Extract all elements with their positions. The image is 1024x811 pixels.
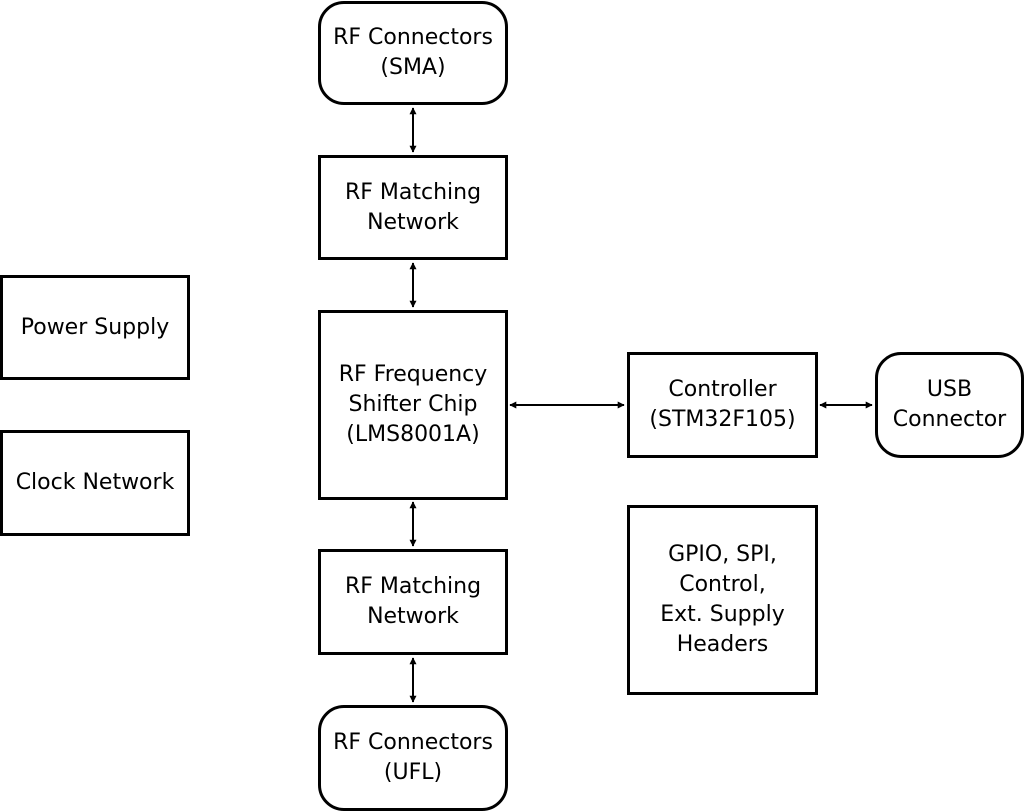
block-label-line: Shifter Chip xyxy=(348,392,478,417)
block-label-line: (STM32F105) xyxy=(649,407,796,432)
block-label-line: Connector xyxy=(892,407,1007,432)
usb-connector-block: USB Connector xyxy=(875,352,1024,458)
controller-block: Controller (STM32F105) xyxy=(627,352,818,458)
rf-matching-network-top-block: RF Matching Network xyxy=(318,155,508,260)
block-label-line: (UFL) xyxy=(383,760,443,785)
block-label-line: RF Matching xyxy=(344,179,482,205)
block-label-line: Control, xyxy=(679,572,766,597)
block-label-line: RF Frequency xyxy=(338,362,488,387)
block-label-line: Power Supply xyxy=(20,314,170,340)
rf-matching-network-bottom-block: RF Matching Network xyxy=(318,549,508,655)
headers-block: GPIO, SPI, Control, Ext. Supply Headers xyxy=(627,505,818,695)
block-label-line: USB xyxy=(926,377,973,402)
clock-network-block: Clock Network xyxy=(0,430,190,536)
block-label-line: Ext. Supply xyxy=(660,602,785,627)
block-label-line: Network xyxy=(367,604,459,629)
block-label-line: Headers xyxy=(676,632,769,657)
block-label-line: Network xyxy=(367,209,459,235)
block-label-line: RF Connectors xyxy=(333,730,493,755)
rf-connectors-sma-block: RF Connectors (SMA) xyxy=(318,1,508,105)
power-supply-block: Power Supply xyxy=(0,275,190,380)
block-label-line: (SMA) xyxy=(380,55,446,80)
block-label-line: GPIO, SPI, xyxy=(668,542,777,567)
block-label-line: Controller xyxy=(668,377,777,402)
block-label-line: Clock Network xyxy=(15,470,175,495)
block-label-line: RF Connectors xyxy=(333,25,493,50)
block-label-line: RF Matching xyxy=(344,574,482,599)
rf-connectors-ufl-block: RF Connectors (UFL) xyxy=(318,705,508,811)
rf-frequency-shifter-chip-block: RF Frequency Shifter Chip (LMS8001A) xyxy=(318,310,508,500)
block-label-line: (LMS8001A) xyxy=(346,422,480,447)
